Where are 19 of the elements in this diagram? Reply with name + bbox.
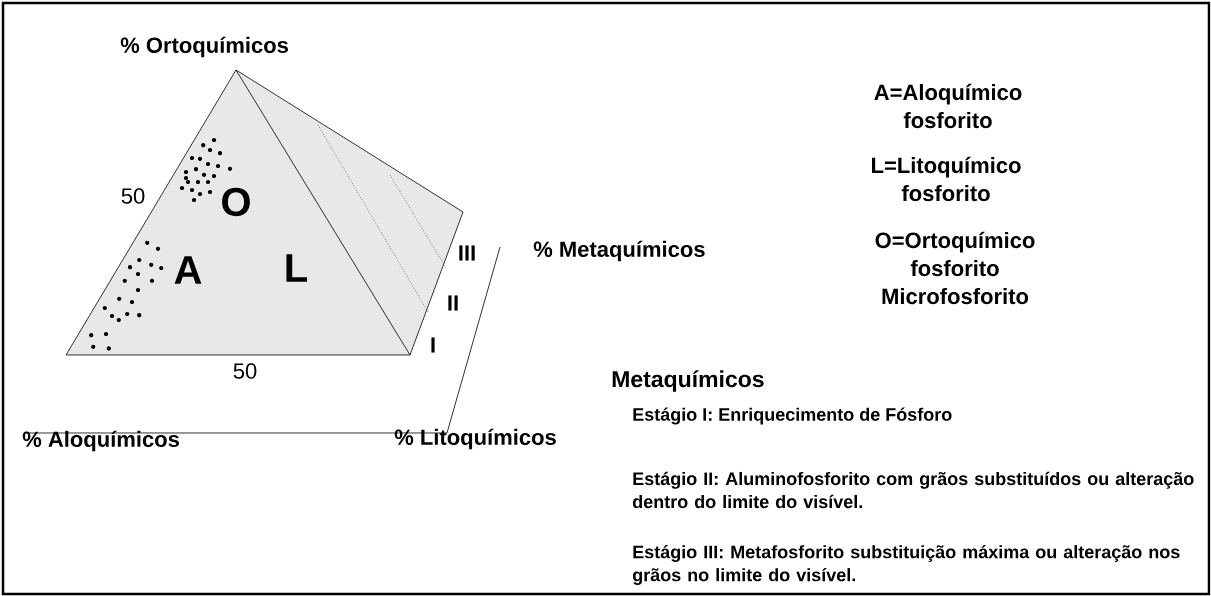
- axis-label: % Litoquímicos: [394, 428, 556, 450]
- stage-numeral: II: [448, 295, 458, 311]
- legend-text: O=Ortoquímico fosforito Microfosforito: [875, 231, 1035, 305]
- stage-description: Estágio II: Aluminofosforito com grãos substituídos ou alteração dentro do limite do visível.: [632, 471, 1194, 509]
- region-letter: O: [222, 187, 250, 217]
- region-letter: L: [286, 254, 307, 282]
- tick-label: 50: [121, 188, 145, 204]
- stage-numeral: III: [459, 245, 475, 261]
- stage-numeral: I: [431, 337, 435, 353]
- tick-label: 50: [233, 363, 257, 379]
- legend-text: A=Aloquímico fosforito: [874, 83, 1022, 129]
- legend-text: L=Litoquímico fosforito: [872, 156, 1021, 202]
- stage-description: Estágio I: Enriquecimento de Fósforo: [633, 407, 952, 425]
- axis-label: % Metaquímicos: [533, 240, 705, 262]
- axis-label: % Ortoquímicos: [120, 36, 288, 58]
- stage-description: Estágio III: Metafosforito substituição máxima ou alteração nos grãos no limite do visível.: [632, 544, 1180, 585]
- axis-label: % Aloquímicos: [22, 430, 179, 452]
- heading: Metaquímicos: [612, 370, 764, 392]
- region-letter: A: [174, 256, 202, 284]
